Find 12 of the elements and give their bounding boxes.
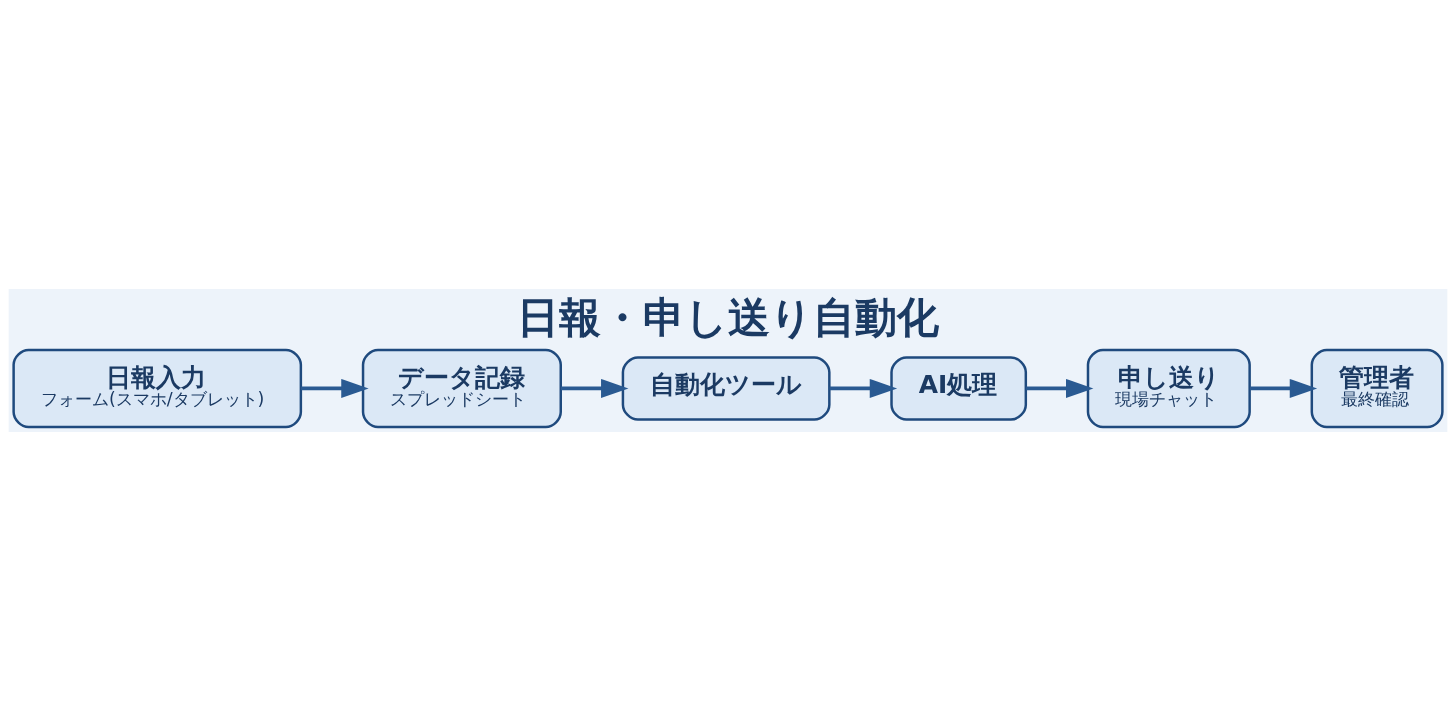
- node-box: AI処理: [890, 355, 1028, 421]
- node-box: 自動化ツール: [621, 355, 831, 421]
- arrow: [561, 378, 629, 398]
- arrow: [829, 378, 898, 398]
- node-box: 管理者 最終確認: [1310, 348, 1444, 428]
- arrow: [1026, 378, 1094, 398]
- node-box: データ記録 スプレッドシート: [361, 348, 562, 428]
- node-box: 日報入力 フォーム(スマホ/タブレット): [12, 348, 303, 428]
- node-box: 申し送り 現場チャット: [1086, 348, 1251, 428]
- arrow: [1250, 378, 1318, 398]
- diagram-title: 日報・申し送り自動化: [516, 292, 939, 342]
- arrow: [301, 378, 369, 398]
